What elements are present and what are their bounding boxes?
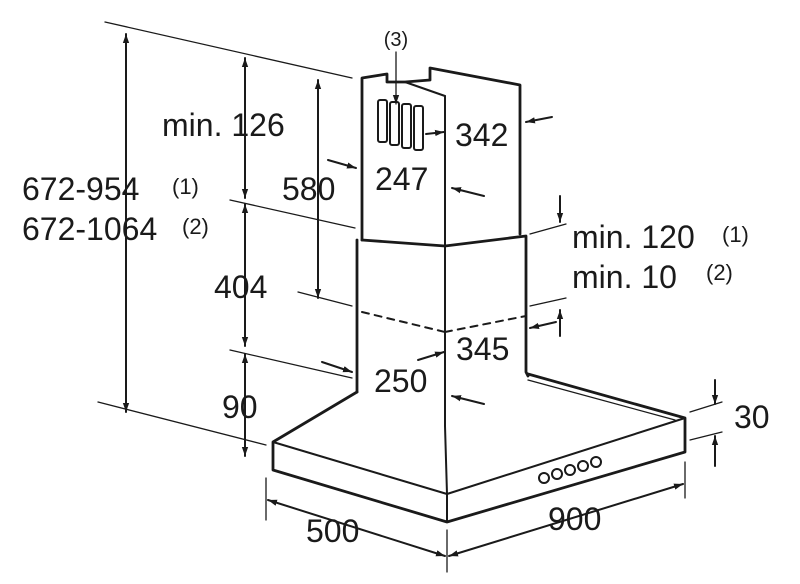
control-buttons	[538, 456, 602, 484]
dimension-lines	[122, 33, 719, 557]
label-30: 30	[734, 399, 770, 435]
dim-250-mid-arrow	[417, 351, 445, 361]
canopy-ridge	[444, 425, 448, 495]
dim-247-right-arrow	[451, 187, 485, 197]
dim-500	[267, 499, 446, 557]
hood-outline	[271, 66, 687, 524]
upper-chimney-top-edge	[404, 81, 446, 97]
canopy-inner-line	[527, 379, 676, 421]
label-min-10: min. 10	[572, 259, 677, 295]
label-672-954: 672-954	[22, 171, 139, 207]
cut-line-right	[444, 315, 527, 333]
dim-342-arrow	[525, 116, 553, 124]
label-247: 247	[375, 161, 428, 197]
label-min-126: min. 126	[162, 107, 285, 143]
label-250: 250	[374, 363, 427, 399]
label-404: 404	[214, 269, 267, 305]
label-3: (3)	[384, 29, 408, 51]
canopy-outline	[271, 372, 687, 524]
label-min-120: min. 120	[572, 219, 695, 255]
canopy-front-edge	[272, 441, 448, 495]
canopy-right-edge	[446, 417, 686, 495]
label-500: 500	[306, 513, 359, 549]
dim-250-left-arrow	[321, 361, 353, 373]
label-900: 900	[548, 501, 601, 537]
grille-arrow	[425, 129, 445, 137]
label-note-2a: (2)	[182, 214, 209, 239]
cut-line	[361, 311, 446, 333]
vent-grille	[377, 99, 424, 151]
label-580: 580	[282, 171, 335, 207]
label-342: 342	[455, 117, 508, 153]
label-note-1b: (1)	[722, 222, 749, 247]
label-note-1a: (1)	[172, 174, 199, 199]
label-345: 345	[456, 331, 509, 367]
dimension-labels: (3) min. 126 672-954 (1) 672-1064 (2) 58…	[22, 29, 770, 549]
label-672-1064: 672-1064	[22, 211, 157, 247]
dim-250-right-arrow	[451, 395, 485, 405]
label-note-2b: (2)	[706, 260, 733, 285]
label-90: 90	[222, 389, 258, 425]
dim-900	[448, 483, 684, 557]
dim-345-arrow	[529, 321, 557, 330]
dim-247-left-arrow	[327, 159, 357, 169]
lower-chimney-outline	[360, 234, 530, 378]
